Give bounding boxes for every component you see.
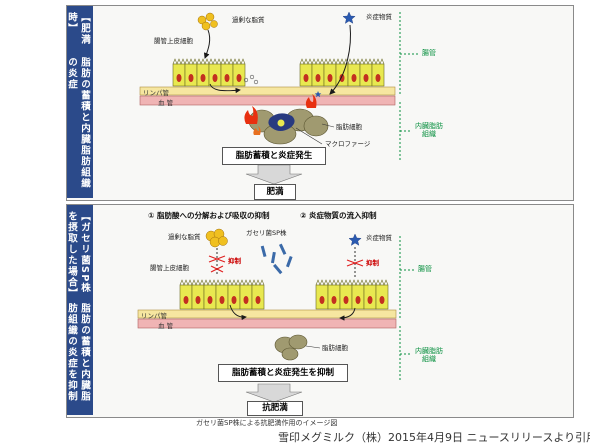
panel2-adipocyte-label: 脂肪細胞 bbox=[322, 344, 348, 352]
panel2-adipocytes bbox=[274, 334, 308, 361]
panel1-absorb-arrow bbox=[209, 83, 241, 94]
panel2-fat-droplets bbox=[205, 228, 228, 248]
panel1-accumulation-box: 脂肪蓄積と炎症発生 bbox=[222, 147, 326, 165]
panel2-side-body: 脂肪の蓄積と内臓脂肪組織の炎症を抑制 bbox=[66, 302, 90, 402]
panel2-suppress-label-2: 抑制 bbox=[366, 259, 379, 267]
panel2-gasseri-label: ガセリ菌SP株 bbox=[246, 229, 287, 237]
panel1-visceral-fat-cluster bbox=[244, 94, 329, 145]
panel1-side-banner: 【肥満時】脂肪の蓄積と内臓脂肪組織の炎症 bbox=[66, 6, 93, 198]
panel1-result-box: 肥満 bbox=[254, 184, 296, 200]
panel2-visceral-fat-label: 内臓脂肪組織 bbox=[415, 347, 443, 364]
panel1-side-header: 【肥満時】 bbox=[66, 12, 90, 45]
panel1-down-arrow bbox=[245, 164, 303, 185]
panel1-small-star bbox=[314, 91, 322, 98]
panel2-suppress-mark-1 bbox=[208, 255, 226, 273]
panel2-epithelial-label: 腸管上皮細胞 bbox=[150, 264, 189, 272]
panel1-macrophage-label: マクロファージ bbox=[325, 140, 371, 148]
panel1-side-text: 【肥満時】脂肪の蓄積と内臓脂肪組織の炎症 bbox=[66, 6, 93, 198]
panel1-lymph-label: リンパ管 bbox=[143, 89, 169, 97]
panel1-inflammatory-star bbox=[342, 11, 356, 24]
panel1-dividers bbox=[399, 12, 418, 160]
panel2-suppression-box: 脂肪蓄積と炎症発生を抑制 bbox=[218, 364, 348, 382]
panel2-result-box: 抗肥満 bbox=[247, 401, 303, 416]
panel1-side-body: 脂肪の蓄積と内臓脂肪組織の炎症 bbox=[66, 57, 90, 189]
panel2-inflammatory-arrow bbox=[339, 307, 356, 321]
figure-caption: ガセリ菌SP株による抗肥満作用のイメージ図 bbox=[196, 419, 338, 427]
panel2-blood-vessel bbox=[137, 318, 397, 329]
panel2-absorb-arrow bbox=[229, 304, 247, 321]
panel2-heading-2: ② 炎症物質の流入抑制 bbox=[300, 211, 377, 220]
panel1-inflammatory-arrow bbox=[329, 24, 351, 95]
source-credit: 雪印メグミルク（株）2015年4月9日 ニュースリリースより引用 bbox=[278, 431, 590, 444]
panel1-epithelial-label: 腸管上皮細胞 bbox=[154, 37, 193, 45]
panel1-adipocyte-pointer bbox=[321, 123, 335, 128]
panel1-excess-fat-label: 過剰な脂質 bbox=[232, 16, 265, 24]
panel2-side-text: 【ガセリ菌SP株を摂取した場合】脂肪の蓄積と内臓脂肪組織の炎症を抑制 bbox=[66, 205, 93, 415]
panel1-visceral-fat-label: 内臓脂肪組織 bbox=[415, 122, 443, 139]
panel1-small-fat-dots bbox=[243, 74, 259, 85]
panel2-inflammatory-label: 炎症物質 bbox=[366, 234, 392, 242]
panel1-lymph-vessel bbox=[139, 86, 396, 96]
panel2-lymph-vessel bbox=[137, 309, 397, 319]
panel2-suppress-mark-2 bbox=[346, 259, 364, 267]
panel2-lymph-label: リンパ管 bbox=[141, 312, 167, 320]
panel2-gasseri-bacteria bbox=[260, 243, 293, 275]
panel2-excess-fat-label: 過剰な脂質 bbox=[168, 233, 201, 241]
panel2-inflammatory-star bbox=[348, 233, 362, 246]
panel2-heading-1: ① 脂肪酸への分解および吸収の抑制 bbox=[148, 211, 270, 220]
panel1-fat-arrow bbox=[203, 29, 211, 59]
panel1-intestine-label: 腸管 bbox=[422, 49, 436, 57]
panel1-blood-vessel bbox=[139, 95, 396, 106]
panel1-adipocyte-label: 脂肪細胞 bbox=[336, 123, 362, 131]
panel1-epithelial-cells-left bbox=[172, 58, 246, 87]
panel1-fat-droplets bbox=[197, 12, 218, 31]
panel1-inflammatory-label: 炎症物質 bbox=[366, 13, 392, 21]
panel2-suppress-label-1: 抑制 bbox=[228, 257, 241, 265]
panel2-dividers bbox=[399, 236, 414, 382]
panel2-blood-label: 血 管 bbox=[158, 322, 174, 330]
panel2-epithelial-cells-left bbox=[179, 279, 265, 310]
panel1-macrophage-pointer bbox=[295, 127, 323, 145]
panel2-adipocyte-pointer bbox=[305, 345, 321, 349]
panel2-intestine-label: 腸管 bbox=[418, 265, 432, 273]
panel2-side-header: 【ガセリ菌SP株を摂取した場合】 bbox=[66, 211, 90, 299]
panel2-epithelial-cells-right bbox=[315, 279, 389, 310]
panel2-down-arrow bbox=[245, 383, 303, 403]
panel1-epithelial-cells-right bbox=[299, 58, 385, 87]
panel1-blood-label: 血 管 bbox=[158, 99, 174, 107]
panel2-side-banner: 【ガセリ菌SP株を摂取した場合】脂肪の蓄積と内臓脂肪組織の炎症を抑制 bbox=[66, 205, 93, 415]
